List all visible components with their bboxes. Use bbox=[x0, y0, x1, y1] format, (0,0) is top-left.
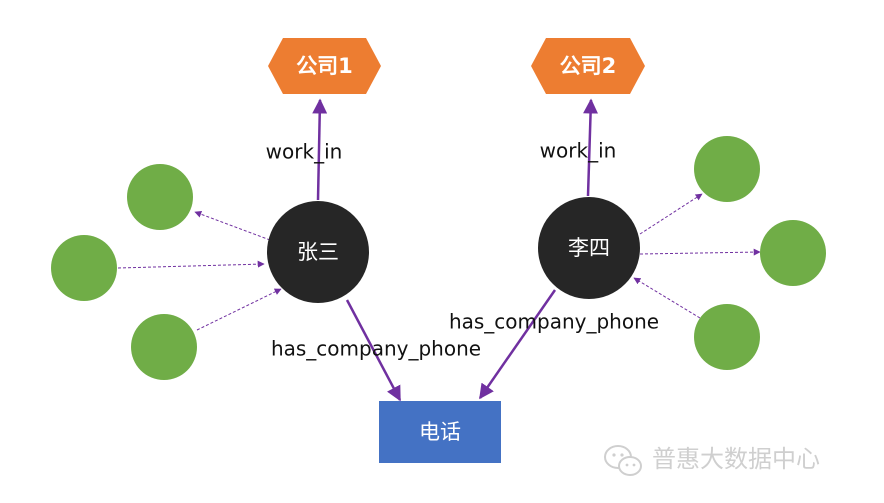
edge-label-has-phone-1: has_company_phone bbox=[271, 337, 481, 361]
edge-has-phone-1 bbox=[345, 299, 402, 402]
edge-label-has-phone-2: has_company_phone bbox=[449, 310, 659, 334]
company-node-1: 公司1 bbox=[268, 38, 381, 94]
edge-work-in-1 bbox=[312, 98, 328, 201]
leaf-node bbox=[51, 235, 117, 301]
edge-zhangsan-leaf-2 bbox=[117, 260, 265, 269]
leaf-node bbox=[694, 304, 760, 370]
person-node-zhangsan: 张三 bbox=[267, 201, 369, 303]
edge-leaf-6-lisi bbox=[633, 277, 701, 319]
edge-leaf-3-zhangsan bbox=[196, 288, 282, 331]
edge-work-in-2 bbox=[583, 98, 599, 197]
edge-label-work-in-1: work_in bbox=[266, 140, 343, 164]
watermark: 普惠大数据中心 bbox=[604, 445, 820, 476]
leaf-node bbox=[760, 220, 826, 286]
watermark-text: 普惠大数据中心 bbox=[652, 445, 820, 473]
person-zhangsan-label: 张三 bbox=[297, 240, 339, 264]
company-1-label: 公司1 bbox=[296, 54, 353, 78]
leaf-node bbox=[127, 164, 193, 230]
edge-lisi-leaf-4 bbox=[639, 193, 703, 235]
phone-label: 电话 bbox=[419, 420, 461, 444]
company-node-2: 公司2 bbox=[531, 38, 645, 94]
edge-has-phone-2 bbox=[478, 289, 557, 400]
edge-label-work-in-2: work_in bbox=[540, 139, 617, 163]
wechat-icon bbox=[604, 445, 642, 476]
person-node-lisi: 李四 bbox=[538, 197, 640, 299]
edge-lisi-leaf-5 bbox=[639, 248, 761, 256]
company-2-label: 公司2 bbox=[560, 54, 617, 78]
leaf-node bbox=[131, 314, 197, 380]
edge-zhangsan-leaf-1 bbox=[194, 210, 271, 241]
person-lisi-label: 李四 bbox=[568, 236, 610, 260]
phone-node: 电话 bbox=[379, 401, 501, 463]
leaf-node bbox=[694, 136, 760, 202]
